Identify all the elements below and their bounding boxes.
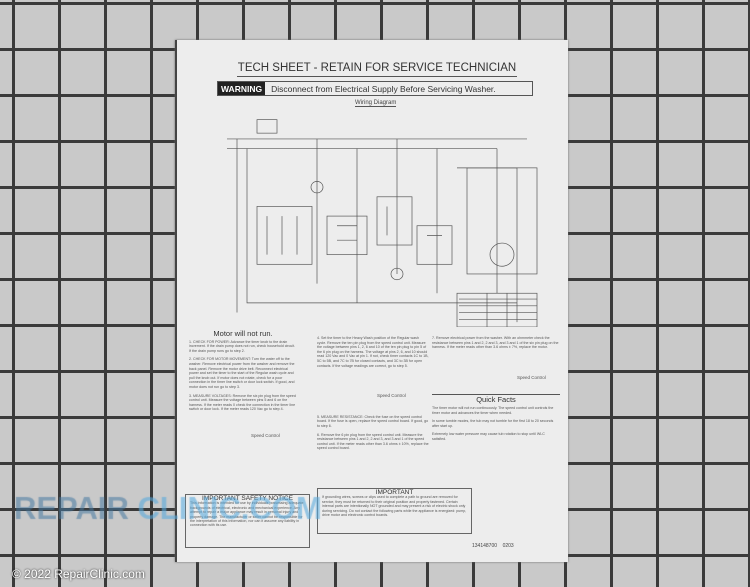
- quick-fact: In some tumble modes, the tub may not tu…: [432, 419, 554, 428]
- important-title: IMPORTANT: [375, 489, 414, 496]
- sheet-title: TECH SHEET - RETAIN FOR SERVICE TECHNICI…: [237, 62, 517, 77]
- wiring-diagram: [227, 119, 538, 327]
- speed-control-label: Speed Control: [251, 432, 280, 438]
- speed-control-label: Speed Control: [377, 393, 406, 399]
- important-text: If grounding wires, screws or clips used…: [322, 495, 467, 518]
- column-left: Motor will not run. 1. CHECK FOR POWER: …: [189, 329, 297, 439]
- revision: 0203: [502, 543, 514, 549]
- warning-banner: WARNING Disconnect from Electrical Suppl…: [217, 81, 533, 96]
- part-number: 134148700 0203: [472, 543, 514, 549]
- step-7: 7. Remove electrical power from the wash…: [432, 336, 559, 350]
- important-notice: IMPORTANT If grounding wires, screws or …: [317, 488, 472, 534]
- quick-fact: Extremely low water pressure may cause t…: [432, 432, 545, 441]
- speed-control-label: Speed Control: [517, 374, 546, 380]
- step-2: 2. CHECK FOR MOTOR MOVEMENT: Turn the wa…: [189, 357, 295, 389]
- safety-notice-text: This information is intended for use by …: [190, 501, 304, 528]
- step-5: 5. MEASURE RESISTANCE: Check the fuse on…: [317, 414, 429, 428]
- section-title: Motor will not run.: [213, 329, 273, 338]
- step-3: 3. MEASURE VOLTAGES: Remove the six pin …: [189, 393, 296, 412]
- wiring-diagram-title: Wiring Diagram: [355, 100, 397, 107]
- part-number-value: 134148700: [472, 543, 498, 549]
- warning-label: WARNING: [218, 82, 266, 95]
- tech-sheet: TECH SHEET - RETAIN FOR SERVICE TECHNICI…: [175, 40, 568, 562]
- column-middle: 4. Set the timer to the Heavy Wash posit…: [317, 336, 429, 455]
- safety-notice: IMPORTANT SAFETY NOTICE This information…: [185, 494, 310, 548]
- quick-facts-title: Quick Facts: [432, 394, 560, 403]
- step-1: 1. CHECK FOR POWER: Advance the timer kn…: [189, 339, 296, 353]
- copyright: © 2022 RepairClinic.com: [12, 567, 145, 581]
- column-right: 7. Remove electrical power from the wash…: [432, 336, 560, 446]
- warning-text: Disconnect from Electrical Supply Before…: [271, 83, 496, 94]
- quick-fact: The timer motor will not run continuousl…: [432, 405, 554, 415]
- step-4: 4. Set the timer to the Heavy Wash posit…: [317, 336, 429, 368]
- step-6: 6. Remove the 6 pin plug from the speed …: [317, 432, 429, 451]
